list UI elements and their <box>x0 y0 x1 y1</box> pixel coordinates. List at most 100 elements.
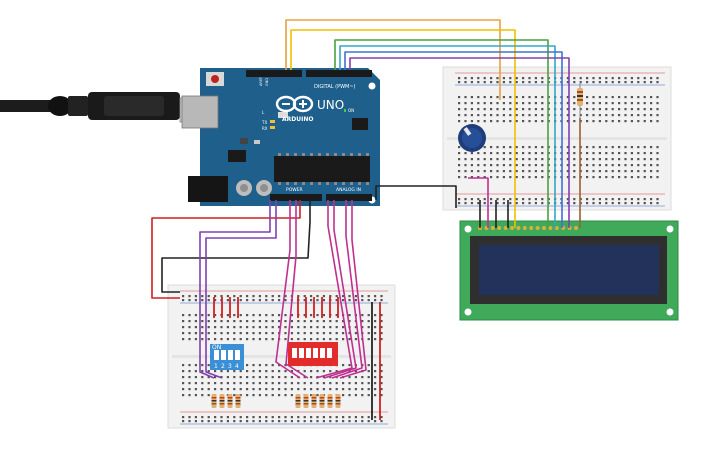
arduino-brand-label: ARDUINO <box>282 116 313 123</box>
breadboard-hole <box>233 338 236 341</box>
breadboard-hole <box>566 114 569 117</box>
breadboard-hole <box>194 420 197 423</box>
breadboard-hole <box>477 108 480 111</box>
breadboard-hole <box>458 158 461 161</box>
breadboard-hole <box>496 152 499 155</box>
breadboard-hole <box>239 299 242 302</box>
breadboard-hole <box>354 382 357 385</box>
breadboard-hole <box>605 81 608 84</box>
breadboard-hole <box>618 158 621 161</box>
breadboard-hole <box>310 299 313 302</box>
breadboard-hole <box>509 120 512 123</box>
breadboard-hole <box>201 338 204 341</box>
breadboard-hole <box>624 202 627 205</box>
breadboard-hole <box>182 382 185 385</box>
breadboard-hole <box>271 416 274 419</box>
breadboard-hole <box>534 146 537 149</box>
breadboard-hole <box>284 416 287 419</box>
breadboard-hole <box>367 338 370 341</box>
breadboard-hole <box>624 81 627 84</box>
breadboard-hole <box>284 364 287 367</box>
breadboard-top <box>442 66 672 211</box>
breadboard-hole <box>322 420 325 423</box>
breadboard-hole <box>522 146 525 149</box>
breadboard-hole <box>258 388 261 391</box>
breadboard-hole <box>458 170 461 173</box>
breadboard-hole <box>630 108 633 111</box>
breadboard-hole <box>303 388 306 391</box>
breadboard-hole <box>592 120 595 123</box>
breadboard-hole <box>271 376 274 379</box>
breadboard-hole <box>541 164 544 167</box>
lcd-16x2-display <box>459 220 679 321</box>
breadboard-hole <box>515 152 518 155</box>
breadboard-hole <box>483 176 486 179</box>
breadboard-hole <box>233 299 236 302</box>
breadboard-hole <box>637 170 640 173</box>
breadboard-hole <box>656 158 659 161</box>
breadboard-hole <box>586 164 589 167</box>
breadboard-hole <box>611 81 614 84</box>
breadboard-hole <box>586 158 589 161</box>
breadboard-hole <box>611 146 614 149</box>
breadboard-hole <box>194 394 197 397</box>
breadboard-hole <box>637 102 640 105</box>
breadboard-hole <box>233 416 236 419</box>
breadboard-hole <box>470 77 473 80</box>
breadboard-hole <box>284 332 287 335</box>
breadboard-hole <box>265 299 268 302</box>
breadboard-hole <box>541 198 544 201</box>
breadboard-hole <box>380 320 383 323</box>
breadboard-hole <box>361 416 364 419</box>
breadboard-hole <box>380 376 383 379</box>
breadboard-hole <box>496 77 499 80</box>
breadboard-hole <box>483 170 486 173</box>
breadboard-hole <box>528 114 531 117</box>
breadboard-hole <box>650 120 653 123</box>
breadboard-hole <box>509 164 512 167</box>
breadboard-hole <box>246 338 249 341</box>
breadboard-hole <box>284 394 287 397</box>
breadboard-hole <box>322 416 325 419</box>
breadboard-hole <box>624 198 627 201</box>
breadboard-hole <box>284 295 287 298</box>
breadboard-hole <box>592 102 595 105</box>
breadboard-hole <box>464 158 467 161</box>
breadboard-hole <box>290 332 293 335</box>
breadboard-hole <box>278 364 281 367</box>
breadboard-hole <box>541 77 544 80</box>
breadboard-hole <box>515 77 518 80</box>
breadboard-hole <box>303 314 306 317</box>
breadboard-hole <box>502 170 505 173</box>
breadboard-hole <box>233 320 236 323</box>
breadboard-hole <box>284 320 287 323</box>
breadboard-hole <box>534 120 537 123</box>
breadboard-hole <box>643 158 646 161</box>
breadboard-hole <box>220 295 223 298</box>
breadboard-hole <box>528 120 531 123</box>
breadboard-hole <box>522 202 525 205</box>
breadboard-hole <box>284 388 287 391</box>
breadboard-hole <box>566 77 569 80</box>
breadboard-hole <box>290 370 293 373</box>
breadboard-hole <box>188 370 191 373</box>
breadboard-hole <box>188 420 191 423</box>
breadboard-hole <box>374 326 377 329</box>
breadboard-hole <box>643 176 646 179</box>
wires <box>151 19 581 379</box>
breadboard-hole <box>361 314 364 317</box>
breadboard-hole <box>258 320 261 323</box>
breadboard-hole <box>605 102 608 105</box>
breadboard-hole <box>380 416 383 419</box>
breadboard-hole <box>637 108 640 111</box>
breadboard-hole <box>502 152 505 155</box>
breadboard-hole <box>573 176 576 179</box>
resistor-band <box>235 397 241 399</box>
breadboard-hole <box>643 108 646 111</box>
breadboard-hole <box>534 158 537 161</box>
breadboard-hole <box>496 81 499 84</box>
breadboard-hole <box>637 152 640 155</box>
breadboard-hole <box>342 326 345 329</box>
breadboard-hole <box>361 382 364 385</box>
dip-switch-number-2: 2 <box>221 363 225 370</box>
